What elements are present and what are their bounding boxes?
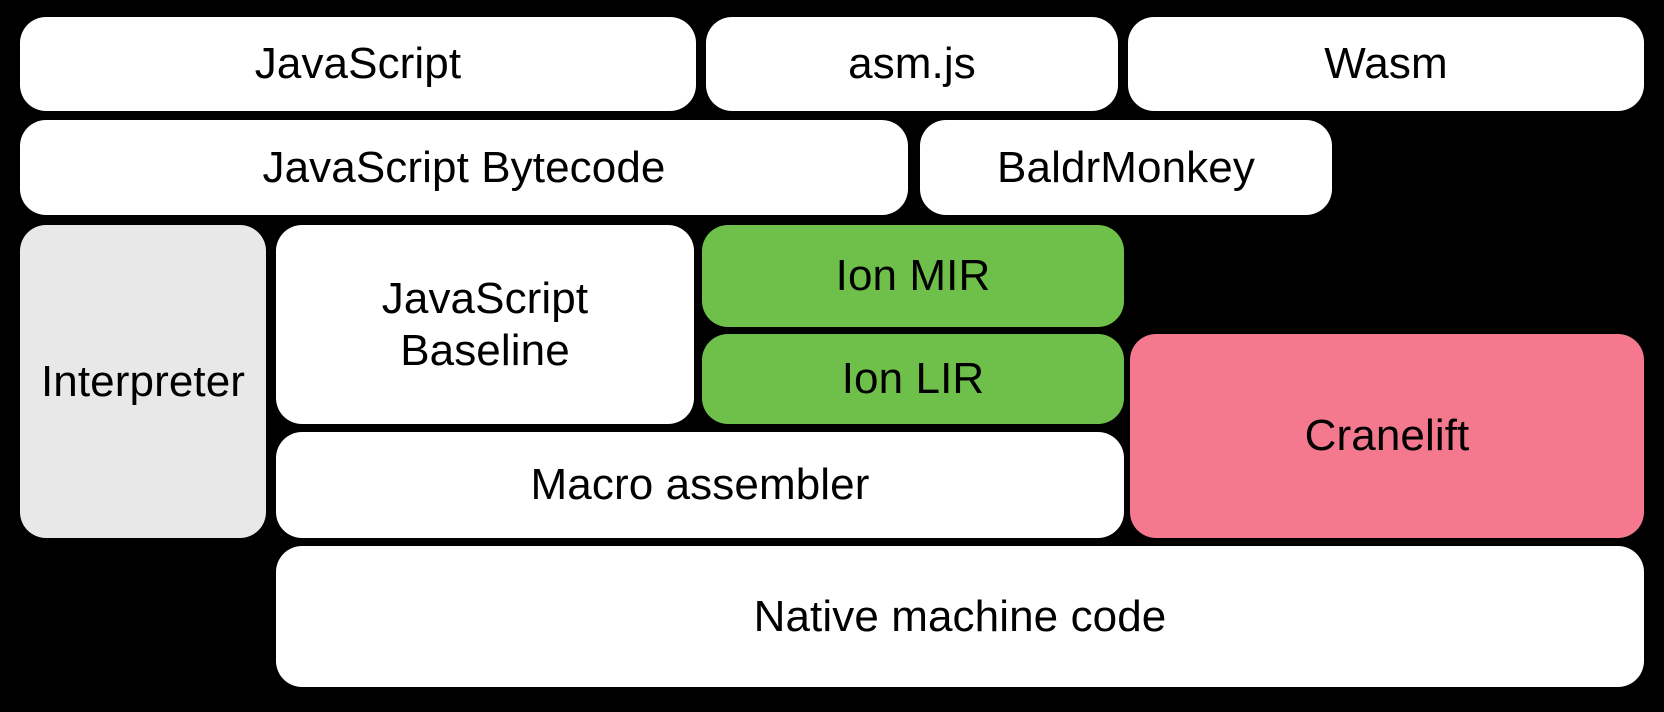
node-cranelift[interactable]: Cranelift xyxy=(1130,334,1644,538)
node-javascript-bytecode[interactable]: JavaScript Bytecode xyxy=(20,120,908,215)
node-native-machine-code[interactable]: Native machine code xyxy=(276,546,1644,687)
node-asmjs[interactable]: asm.js xyxy=(706,17,1118,111)
node-interpreter[interactable]: Interpreter xyxy=(20,225,266,538)
node-javascript-baseline[interactable]: JavaScript Baseline xyxy=(276,225,694,424)
node-wasm[interactable]: Wasm xyxy=(1128,17,1644,111)
node-baldrmonkey[interactable]: BaldrMonkey xyxy=(920,120,1332,215)
node-javascript[interactable]: JavaScript xyxy=(20,17,696,111)
node-ion-mir[interactable]: Ion MIR xyxy=(702,225,1124,327)
node-macro-assembler[interactable]: Macro assembler xyxy=(276,432,1124,538)
node-ion-lir[interactable]: Ion LIR xyxy=(702,334,1124,424)
